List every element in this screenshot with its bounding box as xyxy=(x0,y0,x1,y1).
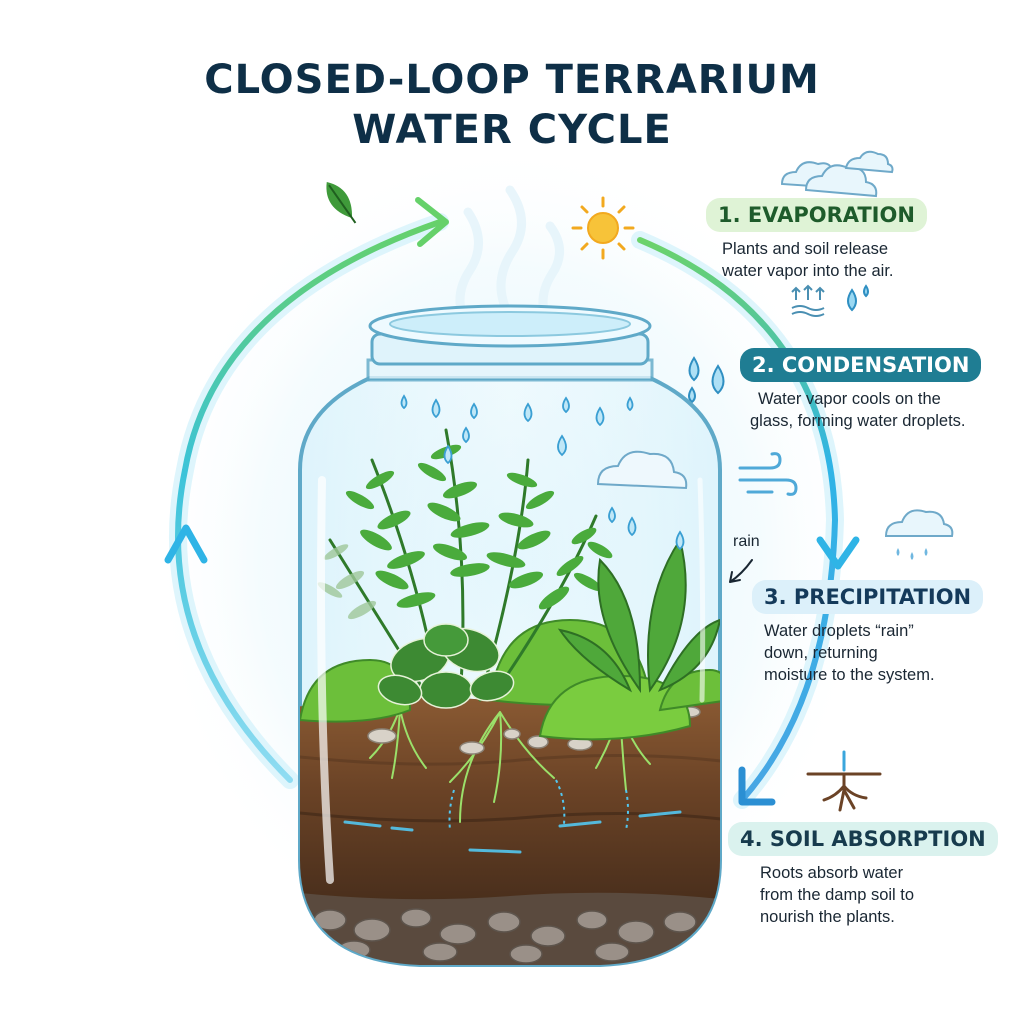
terrarium-jar xyxy=(298,304,722,967)
step-evaporation-desc: Plants and soil release water vapor into… xyxy=(722,238,927,282)
wind-icon xyxy=(738,452,798,496)
step-soil-absorption-desc: Roots absorb water from the damp soil to… xyxy=(760,862,998,928)
step-precipitation-desc: Water droplets “rain” down, returning mo… xyxy=(764,620,983,686)
step-soil-absorption-line: Roots absorb water xyxy=(760,864,904,882)
water-drop-icon xyxy=(688,356,725,404)
arrow-head-left-up xyxy=(164,524,208,564)
cycle-arrows xyxy=(164,197,860,809)
step-soil-absorption: 4. SOIL ABSORPTION Roots absorb water fr… xyxy=(728,822,998,928)
step-condensation: 2. CONDENSATION Water vapor cools on the… xyxy=(740,348,982,432)
page-title-line-1: CLOSED-LOOP TERRARIUM xyxy=(204,57,820,103)
rain-pointer-arrow xyxy=(729,559,753,583)
fittonia-plant xyxy=(377,623,515,709)
step-condensation-label: 2. CONDENSATION xyxy=(740,348,982,382)
evaporation-icon xyxy=(791,284,825,317)
step-soil-absorption-label: 4. SOIL ABSORPTION xyxy=(728,822,998,856)
water-drop-icon xyxy=(847,284,869,312)
cloud-icon xyxy=(780,150,894,198)
step-precipitation: 3. PRECIPITATION Water droplets “rain” d… xyxy=(752,580,984,686)
leaf-icon xyxy=(326,181,357,224)
arrow-head-bottom-right xyxy=(738,766,776,806)
step-soil-absorption-line: from the damp soil to xyxy=(760,886,915,904)
step-soil-absorption-line: nourish the plants. xyxy=(760,908,895,926)
step-condensation-line: Water vapor cools on the xyxy=(758,390,941,408)
step-precipitation-line: down, returning xyxy=(764,644,878,662)
rain-label: rain xyxy=(733,533,760,550)
step-precipitation-label: 3. PRECIPITATION xyxy=(752,580,984,614)
root-icon xyxy=(806,750,882,812)
step-evaporation-line: water vapor into the air. xyxy=(722,262,894,280)
sun-icon xyxy=(571,196,635,260)
step-condensation-desc: Water vapor cools on the glass, forming … xyxy=(750,388,981,432)
arrow-head-right-down xyxy=(816,536,860,570)
step-evaporation: 1. EVAPORATION Plants and soil release w… xyxy=(706,198,927,282)
step-evaporation-label: 1. EVAPORATION xyxy=(706,198,927,232)
step-condensation-line: glass, forming water droplets. xyxy=(750,412,966,430)
arrow-head-top-left xyxy=(415,197,449,247)
rain-cloud-icon xyxy=(596,450,688,490)
step-precipitation-line: Water droplets “rain” xyxy=(764,622,914,640)
rain-cloud-icon xyxy=(884,509,954,560)
step-precipitation-line: moisture to the system. xyxy=(764,666,935,684)
step-evaporation-line: Plants and soil release xyxy=(722,240,889,258)
page-title-line-2: WATER CYCLE xyxy=(352,107,672,153)
